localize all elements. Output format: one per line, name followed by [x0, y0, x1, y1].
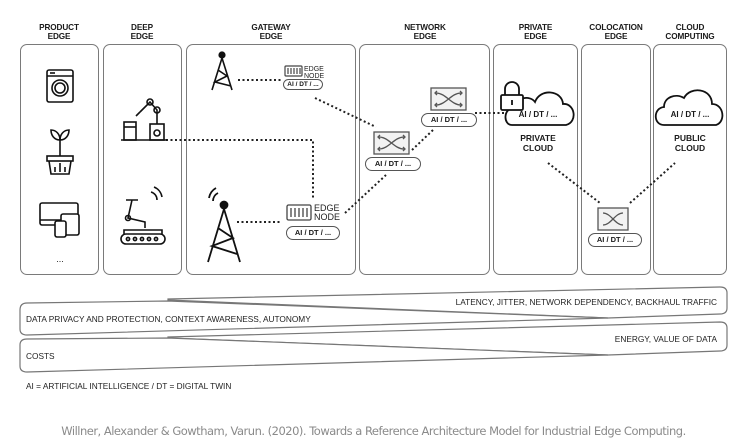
label-line: NODE	[314, 212, 341, 222]
workload-pill-network-lower: AI / DT / ...	[365, 157, 421, 171]
label-line: EDGE	[304, 66, 324, 73]
lock-icon	[500, 81, 524, 111]
trend-costs-text: COSTS	[26, 351, 55, 361]
title-line: GATEWAY	[251, 23, 291, 32]
connection-network-switches	[411, 129, 434, 151]
connection-lines	[166, 79, 676, 223]
panel-deep-edge	[103, 44, 182, 275]
label-line: EDGE	[314, 203, 340, 213]
label-line: PRIVATE	[520, 133, 556, 143]
wedge-energy	[167, 321, 728, 356]
public-cloud-workload: AI / DT / ...	[670, 110, 710, 119]
public-cloud-icon	[654, 89, 724, 126]
trend-data-privacy-text: DATA PRIVACY AND PROTECTION, CONTEXT AWA…	[26, 314, 311, 324]
wireless-cell-tower-icon	[207, 187, 241, 263]
workload-pill-gateway-top: AI / DT / ...	[283, 79, 323, 90]
title-line: CLOUD	[675, 23, 705, 32]
title-line: EDGE	[47, 32, 71, 41]
workload-pill-colocation: AI / DT / ...	[588, 233, 642, 247]
trend-energy-text: ENERGY, VALUE OF DATA	[614, 334, 717, 344]
title-line: EDGE	[604, 32, 628, 41]
private-cloud-workload: AI / DT / ...	[518, 110, 558, 119]
title-line: NETWORK	[404, 23, 446, 32]
title-line: PRIVATE	[518, 23, 553, 32]
citation: Willner, Alexander & Gowtham, Varun. (20…	[61, 424, 686, 438]
robot-arm-icon	[121, 98, 167, 141]
network-switch-lower-icon	[373, 131, 410, 155]
title-line: EDGE	[413, 32, 437, 41]
edge-node-bottom-icon	[286, 204, 312, 221]
title-line: COLOCATION	[589, 23, 643, 32]
connection-private-to-colocation	[547, 162, 601, 204]
trend-latency-text: LATENCY, JITTER, NETWORK DEPENDENCY, BAC…	[455, 297, 717, 307]
connection-colocation-to-public-cloud	[629, 162, 676, 204]
title-line: EDGE	[524, 32, 547, 41]
label-line: CLOUD	[522, 143, 554, 153]
label-line: CLOUD	[674, 143, 706, 153]
panel-private-edge	[493, 44, 578, 275]
edge-node-top-icon	[284, 65, 303, 77]
wedge-latency	[167, 286, 728, 319]
workload-pill-gateway-bottom: AI / DT / ...	[286, 226, 340, 240]
trend-wedges	[19, 286, 728, 373]
smart-plant-icon	[46, 129, 74, 175]
washing-machine-icon	[46, 69, 74, 103]
colocation-switch-icon	[597, 207, 629, 231]
connection-gateway-bottom-to-network	[344, 174, 387, 214]
title-line: COMPUTING	[665, 32, 715, 41]
wedge-data-privacy	[19, 300, 609, 336]
wedge-costs	[19, 337, 609, 373]
label-line: NODE	[304, 73, 325, 80]
cell-tower-icon	[211, 51, 233, 91]
abbreviation-legend: AI = ARTIFICIAL INTELLIGENCE / DT = DIGI…	[26, 381, 232, 391]
title-line: EDGE	[130, 32, 154, 41]
connection-gateway-top-to-network	[314, 97, 377, 128]
network-switch-upper-icon	[430, 87, 467, 111]
connection-deep-to-gateway-node	[166, 139, 314, 200]
title-line: EDGE	[259, 32, 283, 41]
label-line: PUBLIC	[674, 133, 706, 143]
devices-icon	[39, 202, 80, 238]
panel-cloud-computing	[653, 44, 727, 275]
title-line: PRODUCT	[39, 23, 79, 32]
title-line: DEEP	[131, 23, 153, 32]
workload-pill-network-upper: AI / DT / ...	[421, 113, 477, 127]
wireless-conveyor-robot-icon	[120, 186, 166, 245]
more-devices-ellipsis: ...	[56, 254, 64, 264]
